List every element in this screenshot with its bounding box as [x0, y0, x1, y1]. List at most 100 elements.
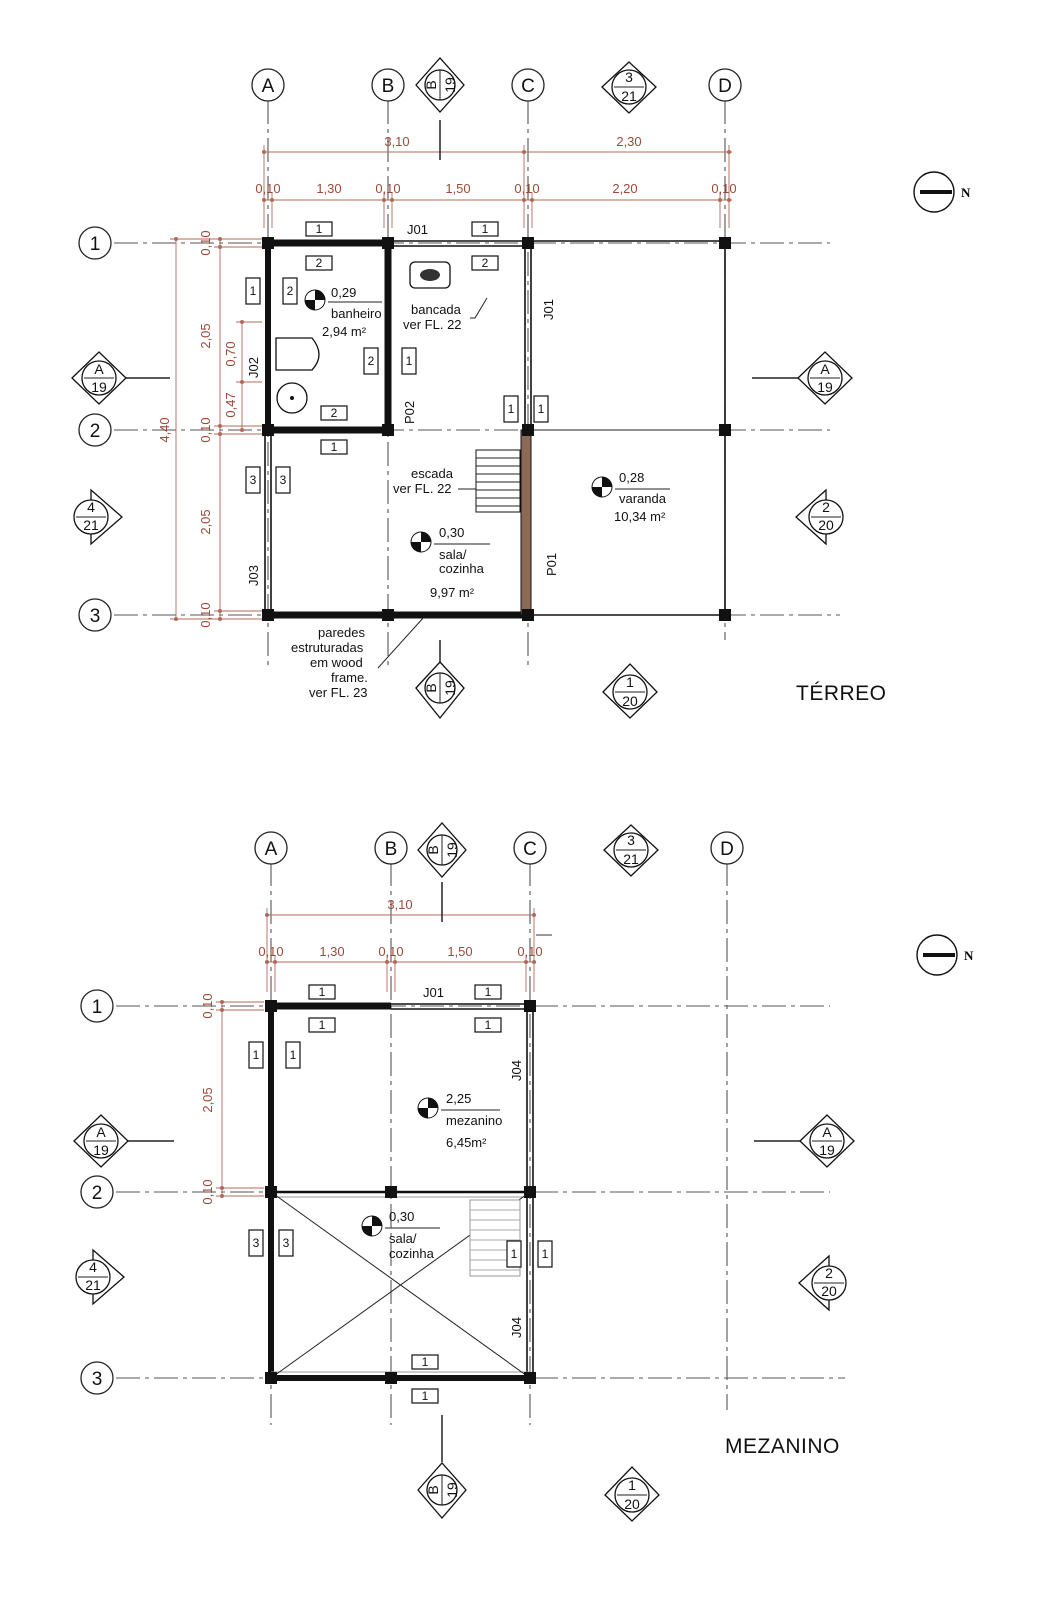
svg-text:1: 1: [538, 402, 545, 416]
door-p01: [520, 429, 532, 616]
svg-text:1: 1: [511, 1247, 518, 1261]
svg-text:3: 3: [627, 832, 635, 848]
svg-text:1: 1: [485, 985, 492, 999]
grid-bubble-a: [254, 831, 288, 865]
grid-bubble-3: [80, 1361, 114, 1395]
svg-text:19: 19: [819, 1142, 835, 1158]
svg-text:1: 1: [626, 674, 634, 690]
section-marker-b19-top: B 19: [417, 822, 467, 878]
svg-text:B: B: [423, 683, 439, 692]
section-marker-2-20: 2 20: [798, 1254, 847, 1312]
grid-label-d: D: [718, 76, 732, 97]
svg-text:3: 3: [250, 473, 257, 487]
room-name-banheiro: banheiro: [331, 306, 382, 321]
note-paredes-3: em wood: [310, 655, 363, 670]
dim-part-2: 1,30: [316, 181, 341, 196]
section-marker-2-20: 2 20: [795, 488, 844, 546]
plan-title-terreo: TÉRREO: [796, 682, 887, 705]
svg-text:20: 20: [821, 1283, 837, 1299]
section-marker-a19-right: A 19: [799, 1114, 855, 1168]
grid-label-2: 2: [90, 421, 101, 442]
room-area-varanda: 10,34 m²: [614, 509, 666, 524]
dim-part-5: 0,10: [517, 944, 542, 959]
grid-label-3: 3: [90, 606, 101, 627]
dim-total-1: 3,10: [387, 897, 412, 912]
svg-text:2: 2: [822, 499, 830, 515]
room-name-sala-2: cozinha: [389, 1246, 435, 1261]
svg-text:2: 2: [316, 256, 323, 270]
plan-mezanino: A B C D 1 2 3 3,10 0,10 1,30 0,10: [73, 822, 974, 1522]
opening-j03: J03: [246, 565, 261, 586]
note-escada-2: ver FL. 22: [393, 481, 452, 496]
svg-text:19: 19: [93, 1142, 109, 1158]
level-marker-sala: [410, 531, 490, 553]
dim-left-total: 4,40: [157, 417, 172, 442]
svg-text:1: 1: [508, 402, 515, 416]
opening-j01: J01: [423, 985, 444, 1000]
room-area-mezanino: 6,45m²: [446, 1135, 487, 1150]
grid-label-a: A: [265, 839, 278, 860]
grid-label-2: 2: [92, 1183, 103, 1204]
svg-text:B: B: [423, 80, 439, 89]
svg-text:19: 19: [442, 680, 458, 696]
svg-text:20: 20: [818, 517, 834, 533]
grid-label-b: B: [385, 839, 398, 860]
svg-text:4: 4: [89, 1259, 97, 1275]
svg-text:3: 3: [625, 69, 633, 85]
grid-label-1: 1: [92, 997, 103, 1018]
svg-text:1: 1: [331, 440, 338, 454]
svg-text:20: 20: [624, 1496, 640, 1512]
grid-label-a: A: [262, 76, 275, 97]
room-level-sala: 0,30: [389, 1209, 414, 1224]
svg-text:4: 4: [87, 499, 95, 515]
section-marker-b19-bottom: B 19: [415, 661, 465, 720]
plan-title-mezanino: MEZANINO: [725, 1435, 840, 1458]
svg-text:1: 1: [316, 222, 323, 236]
note-escada-1: escada: [411, 466, 454, 481]
level-marker-banheiro: [304, 289, 382, 311]
dim-part-2: 1,30: [319, 944, 344, 959]
svg-text:1: 1: [485, 1018, 492, 1032]
svg-text:21: 21: [621, 88, 637, 104]
level-marker-varanda: [591, 476, 670, 498]
svg-text:N: N: [961, 185, 971, 200]
svg-text:19: 19: [444, 842, 460, 858]
dim-left-3: 0,10: [200, 1179, 215, 1204]
svg-text:1: 1: [422, 1389, 429, 1403]
room-level-banheiro: 0,29: [331, 285, 356, 300]
room-area-sala: 9,97 m²: [430, 585, 475, 600]
section-marker-4-21: 4 21: [75, 1248, 125, 1306]
top-dimensions: 3,10 0,10 1,30 0,10 1,50 0,10: [258, 897, 552, 992]
note-paredes-2: estruturadas: [291, 640, 364, 655]
room-name-mezanino: mezanino: [446, 1113, 502, 1128]
svg-text:A: A: [94, 361, 104, 377]
svg-text:2: 2: [287, 284, 294, 298]
room-name-sala-2: cozinha: [439, 561, 485, 576]
svg-text:1: 1: [253, 1048, 260, 1062]
svg-text:21: 21: [623, 851, 639, 867]
svg-text:B: B: [425, 1485, 441, 1494]
opening-j02: J02: [246, 357, 261, 378]
svg-text:3: 3: [280, 473, 287, 487]
left-dimensions: 0,10 2,05 0,10: [200, 993, 264, 1205]
grid-bubble-d: [708, 68, 742, 102]
wall-tags: 1 1 1 1 1 1 3 3 1 1 1 1: [248, 984, 553, 1404]
dim-total-2: 2,30: [616, 134, 641, 149]
svg-text:1: 1: [290, 1048, 297, 1062]
north-arrow-icon: N: [913, 171, 971, 213]
section-marker-1-20: 1 20: [604, 1466, 660, 1522]
dim-left-7: 0,10: [198, 602, 213, 627]
top-dimensions: 3,10 2,30 0,10 1,30 0,10 1,50 0,10 2,20 …: [255, 134, 737, 228]
dim-part-3: 0,10: [378, 944, 403, 959]
room-level-sala: 0,30: [439, 525, 464, 540]
svg-text:1: 1: [319, 1018, 326, 1032]
svg-text:21: 21: [83, 517, 99, 533]
grid-label-1: 1: [90, 234, 101, 255]
svg-text:20: 20: [622, 693, 638, 709]
columns: [262, 237, 731, 621]
dim-part-5: 0,10: [514, 181, 539, 196]
dim-left-2: 2,05: [200, 1087, 215, 1112]
level-marker-sala: [361, 1215, 440, 1237]
dim-part-6: 2,20: [612, 181, 637, 196]
room-name-sala-1: sala/: [389, 1231, 417, 1246]
